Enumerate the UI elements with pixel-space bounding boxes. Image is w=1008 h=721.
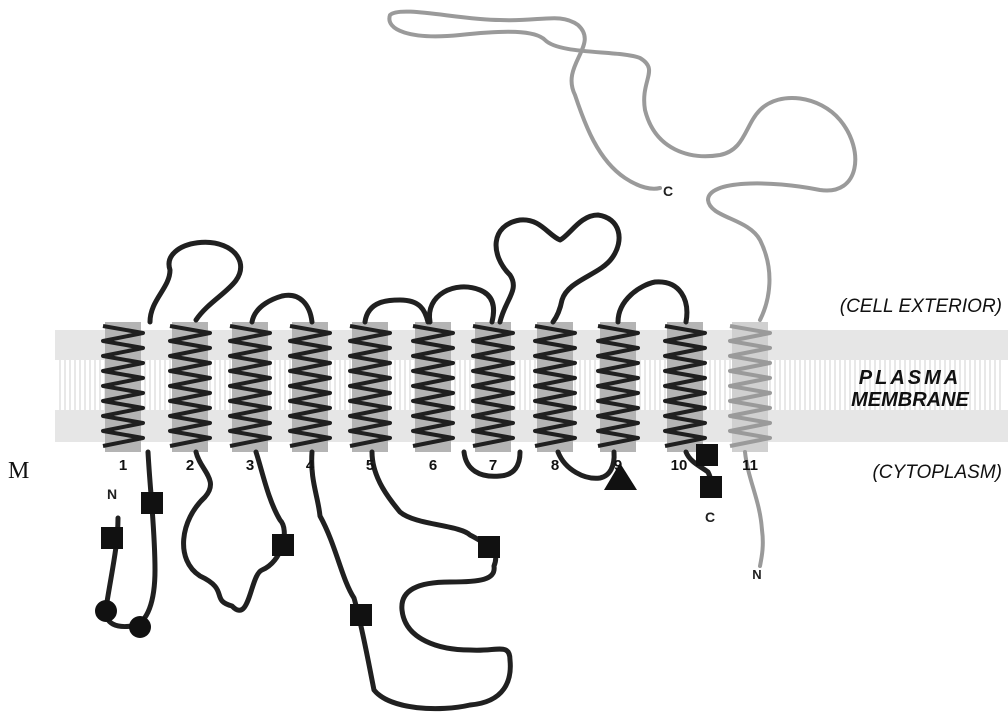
loop-8-9 [558,452,614,478]
helix-number-6: 6 [429,457,437,474]
square-marker [272,534,294,556]
square-marker [478,536,500,558]
helix-3 [230,322,270,452]
helix-number-3: 3 [246,457,254,474]
loop-6-7 [429,287,493,322]
helix-number-9: 9 [614,457,622,474]
circle-marker [95,600,117,622]
helix-number-10: 10 [671,457,688,474]
loop-4-5-exterior [365,300,428,322]
helix-2 [170,322,210,452]
helix-number-11: 11 [742,457,758,474]
helix-number-4: 4 [306,457,315,474]
cell-exterior-label: (CELL EXTERIOR) [840,296,1002,317]
helix-numbers: 1 2 3 4 5 6 7 8 9 10 11 [119,457,758,474]
loop-large-extracellular [496,215,619,322]
helix-6 [413,322,453,452]
faded-extracellular-chain [389,12,855,320]
helix-11 [730,322,770,452]
n-terminus-label-bottom: N [752,567,761,582]
loop-1-2 [150,242,241,322]
cytoplasm-label: (CYTOPLASM) [872,462,1002,483]
helix-number-5: 5 [366,457,374,474]
circle-marker [129,616,151,638]
square-marker [700,476,722,498]
square-marker [101,527,123,549]
n-terminus-label-left: N [107,486,117,502]
helix-5 [350,322,390,452]
helix-number-1: 1 [119,457,127,474]
square-marker [696,444,718,466]
panel-label: M [8,458,29,484]
plasma-label: PLASMA [859,367,961,389]
membrane-label: MEMBRANE [851,389,969,411]
helix-8 [535,322,575,452]
loop-3-4 [252,295,312,322]
transmembrane-helices [103,322,770,452]
square-marker [350,604,372,626]
c-terminus-label-right: C [705,509,715,525]
helix-7 [473,322,513,452]
loop-9-10 [618,282,687,322]
loop-4-5 [312,452,511,709]
helix-9 [598,322,638,452]
square-marker [141,492,163,514]
c-terminus-label-top: C [663,183,673,199]
helix-10 [665,322,705,452]
helix-1 [103,322,143,452]
loop-2-3 [184,452,285,610]
helix-4 [290,322,330,452]
helix-number-8: 8 [551,457,559,474]
helix-number-7: 7 [489,457,497,474]
helix-number-2: 2 [186,457,194,474]
